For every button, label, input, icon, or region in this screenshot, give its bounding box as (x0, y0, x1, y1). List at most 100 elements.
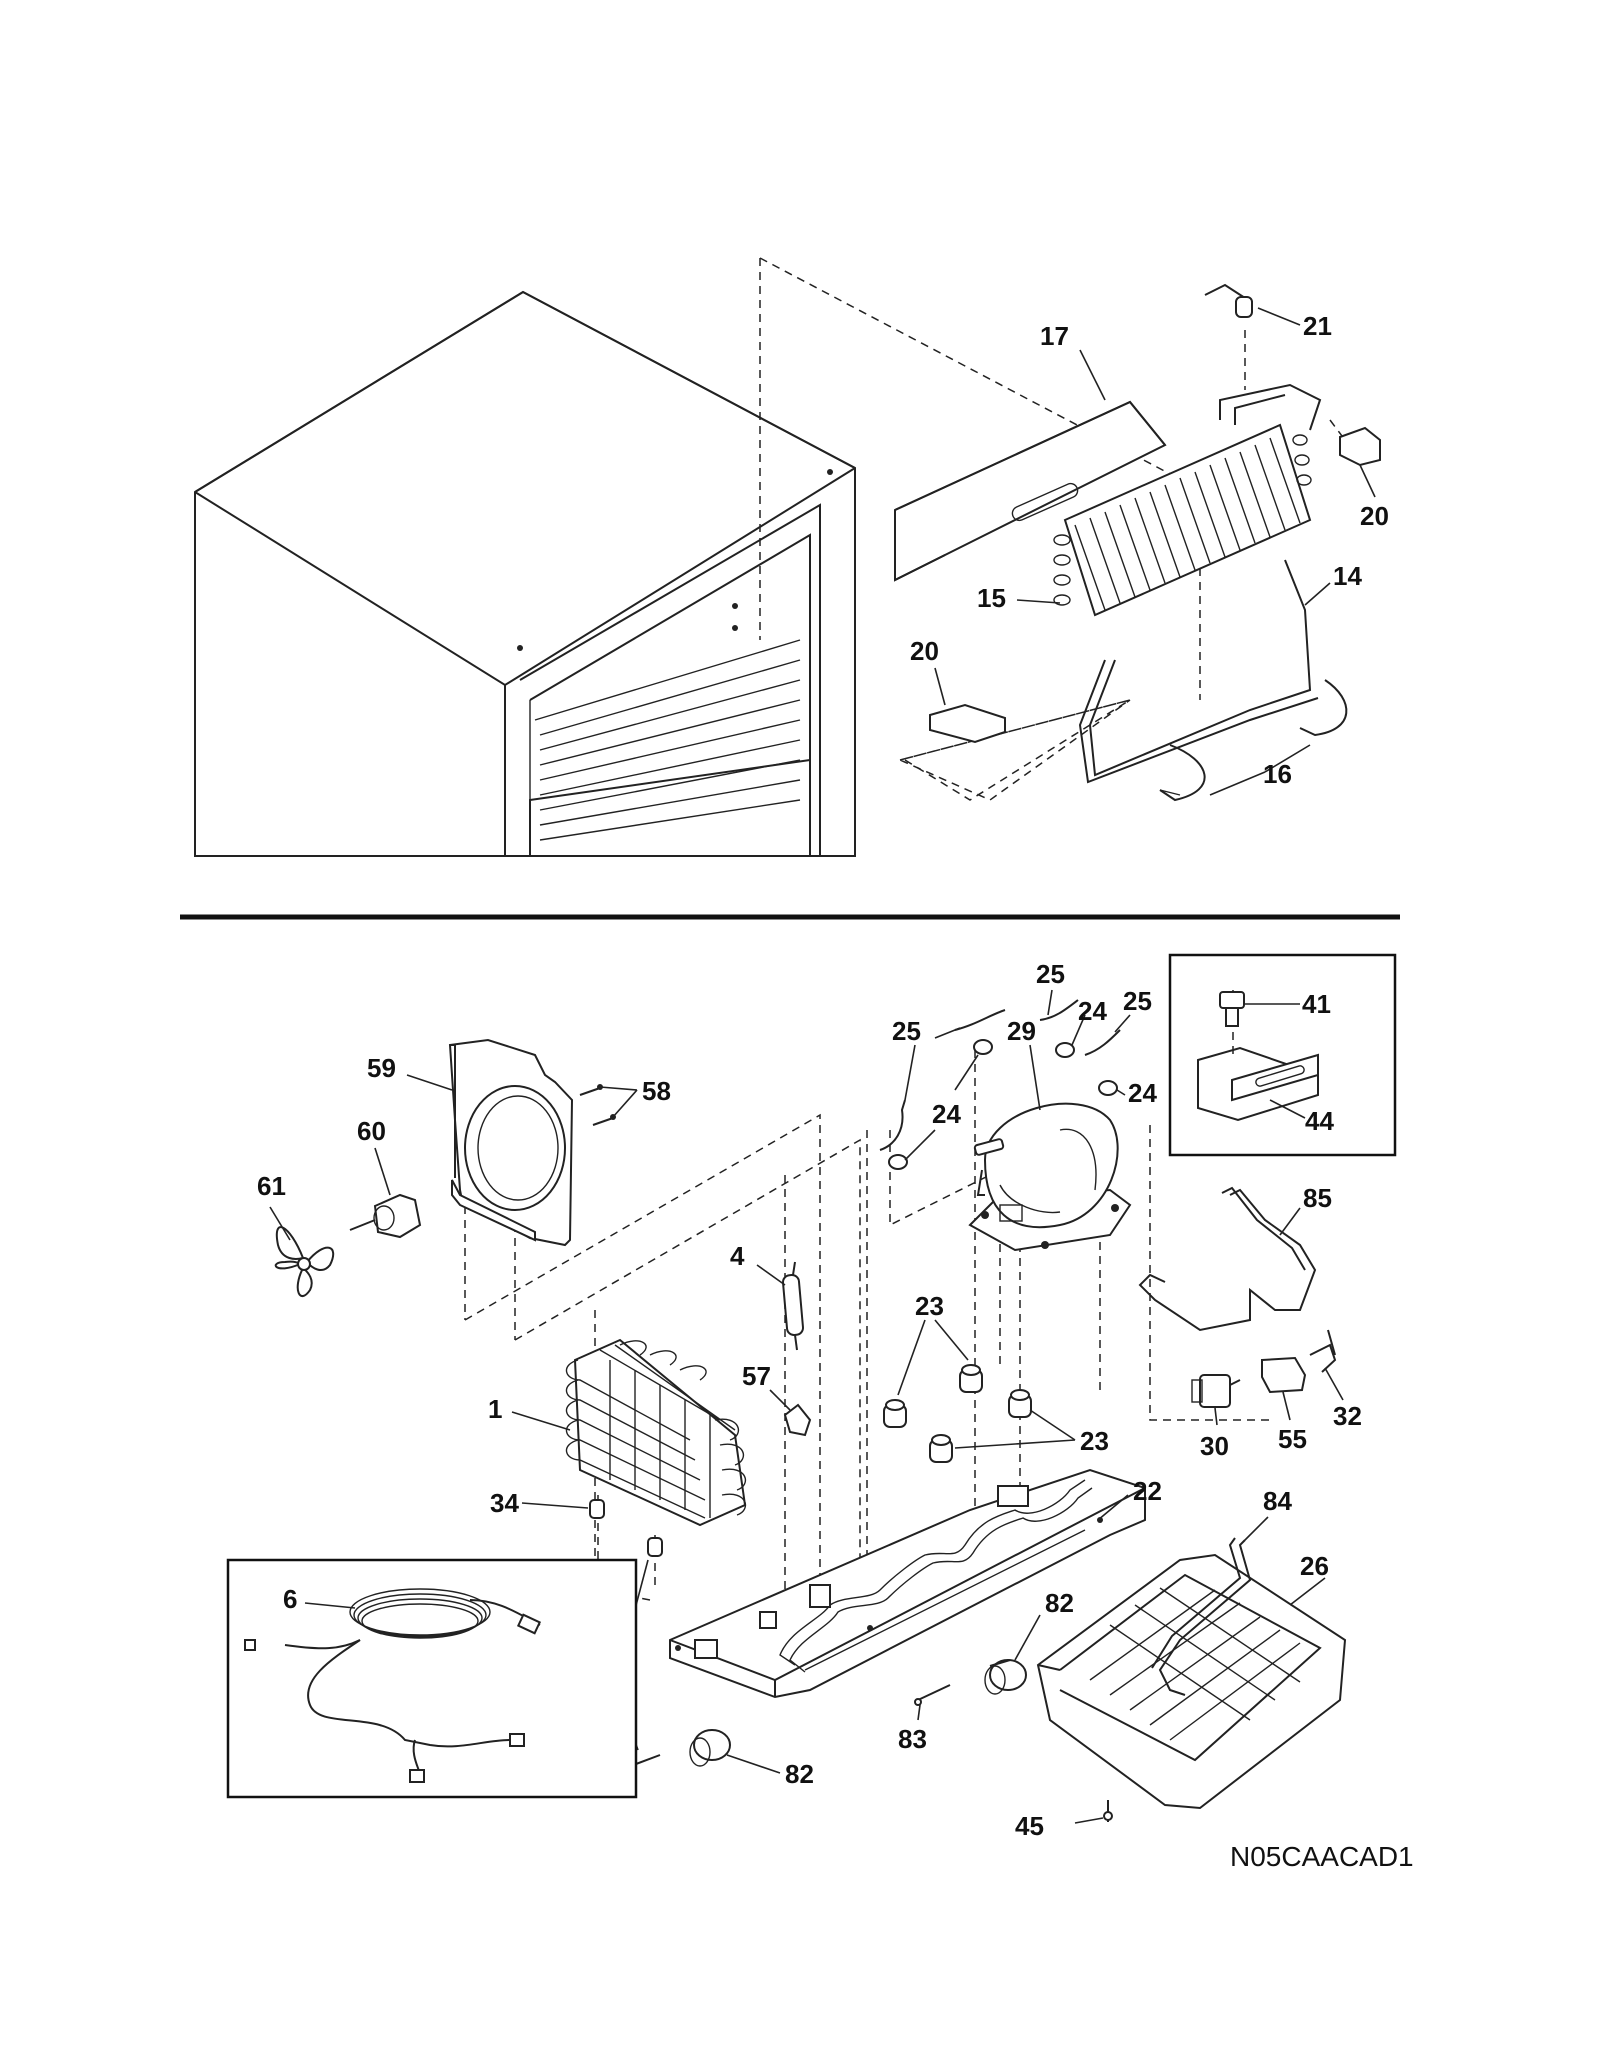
callout-57: 57 (742, 1361, 791, 1411)
harness-coil (349, 1588, 491, 1639)
svg-text:6: 6 (283, 1584, 297, 1614)
svg-text:82: 82 (1045, 1588, 1074, 1618)
callout-55: 55 (1278, 1391, 1307, 1454)
callout-4: 4 (730, 1241, 786, 1286)
grommets-part-34 (589, 1499, 663, 1557)
screw-part-45 (1103, 1800, 1113, 1822)
alignment-lines-bottom (464, 1050, 1270, 1601)
callout-21: 21 (1257, 307, 1332, 341)
tube-part-84 (1151, 1537, 1252, 1696)
foot-part-82-left (689, 1729, 731, 1767)
svg-text:44: 44 (1305, 1106, 1334, 1136)
callout-20-lower: 20 (910, 636, 946, 706)
callout-15: 15 (977, 583, 1061, 613)
callout-82-left: 82 (726, 1754, 814, 1789)
fan-blade-part-61 (274, 1226, 335, 1297)
screw-part-83-right (914, 1684, 951, 1706)
svg-text:20: 20 (910, 636, 939, 666)
callout-34-upper: 34 (490, 1488, 589, 1518)
callout-45: 45 (1015, 1811, 1104, 1841)
svg-text:25: 25 (892, 1016, 921, 1046)
callout-59: 59 (367, 1053, 453, 1091)
tube-part-14 (1078, 559, 1319, 784)
callout-32: 32 (1324, 1367, 1362, 1431)
washers-part-24 (888, 1039, 1118, 1170)
filter-dryer-part-4 (781, 1261, 805, 1351)
svg-text:58: 58 (642, 1076, 671, 1106)
callout-84: 84 (1244, 1486, 1292, 1541)
condenser-shroud-part-17 (894, 400, 1167, 582)
callout-44: 44 (1269, 1099, 1334, 1136)
svg-text:24: 24 (932, 1099, 961, 1129)
svg-text:23: 23 (1080, 1426, 1109, 1456)
callout-30: 30 (1200, 1407, 1229, 1461)
svg-text:30: 30 (1200, 1431, 1229, 1461)
svg-text:57: 57 (742, 1361, 771, 1391)
callout-25-middle: 25 (934, 959, 1065, 1039)
svg-text:25: 25 (1036, 959, 1065, 989)
callout-25-left: 25 (892, 1016, 921, 1101)
callout-58: 58 (599, 1076, 671, 1118)
callout-41: 41 (1245, 989, 1331, 1019)
callout-6: 6 (283, 1584, 356, 1614)
callout-29: 29 (1007, 1016, 1041, 1111)
svg-text:1: 1 (488, 1394, 502, 1424)
condenser-coil-part-15 (1053, 383, 1322, 617)
callout-26: 26 (1289, 1551, 1329, 1606)
screws-part-58 (579, 1084, 616, 1126)
callout-1: 1 (488, 1394, 571, 1431)
svg-text:25: 25 (1123, 986, 1152, 1016)
svg-text:83: 83 (898, 1724, 927, 1754)
compressor-part-29 (968, 1102, 1132, 1252)
svg-text:45: 45 (1015, 1811, 1044, 1841)
svg-text:29: 29 (1007, 1016, 1036, 1046)
callout-16: 16 (1209, 744, 1311, 796)
callout-60: 60 (357, 1116, 391, 1196)
svg-text:20: 20 (1360, 501, 1389, 531)
foot-part-82-right (984, 1659, 1027, 1695)
svg-text:60: 60 (357, 1116, 386, 1146)
terminal-cover-part-32 (1309, 1329, 1337, 1373)
svg-text:15: 15 (977, 583, 1006, 613)
svg-text:24: 24 (1078, 996, 1107, 1026)
inset-box-harness (226, 1558, 638, 1799)
svg-text:17: 17 (1040, 321, 1069, 351)
svg-text:23: 23 (915, 1291, 944, 1321)
callout-24-right: 24 (1116, 1078, 1157, 1108)
bracket-part-20-lower (929, 703, 1006, 744)
alignment-lines-bracket (904, 699, 1131, 801)
svg-text:16: 16 (1263, 759, 1292, 789)
callout-85: 85 (1279, 1183, 1332, 1236)
callout-17: 17 (1040, 321, 1106, 401)
svg-text:21: 21 (1303, 311, 1332, 341)
drawing-code: N05CAACAD1 (1230, 1841, 1414, 1872)
svg-text:14: 14 (1333, 561, 1362, 591)
svg-text:59: 59 (367, 1053, 396, 1083)
grommets-part-23 (883, 1364, 1032, 1463)
svg-text:41: 41 (1302, 989, 1331, 1019)
drain-pan-ribs (1089, 1587, 1301, 1741)
svg-text:82: 82 (785, 1759, 814, 1789)
callout-25-right: 25 (1114, 986, 1152, 1033)
condenser-coil-part-1 (565, 1338, 747, 1527)
callout-82-right: 82 (1014, 1588, 1074, 1661)
svg-text:61: 61 (257, 1171, 286, 1201)
capacitor-part-30 (1191, 1374, 1241, 1408)
callout-83-right: 83 (898, 1704, 927, 1754)
callout-24-middle: 24 (1071, 996, 1107, 1046)
callout-22: 22 (1097, 1476, 1162, 1521)
callout-24-left: 24 (904, 1054, 979, 1161)
svg-text:34: 34 (490, 1488, 519, 1518)
svg-text:26: 26 (1300, 1551, 1329, 1581)
base-plate-part-22 (669, 1468, 1146, 1699)
callout-20-upper: 20 (1359, 464, 1389, 531)
callout-23-lower: 23 (954, 1409, 1109, 1456)
svg-text:22: 22 (1133, 1476, 1162, 1506)
service-cap-part-21 (1204, 283, 1253, 318)
drain-pan-part-26 (1036, 1553, 1347, 1810)
bracket-part-20-upper (1339, 426, 1381, 467)
svg-text:85: 85 (1303, 1183, 1332, 1213)
clip-part-16 (1159, 679, 1348, 802)
relay-part-55 (1261, 1356, 1307, 1394)
